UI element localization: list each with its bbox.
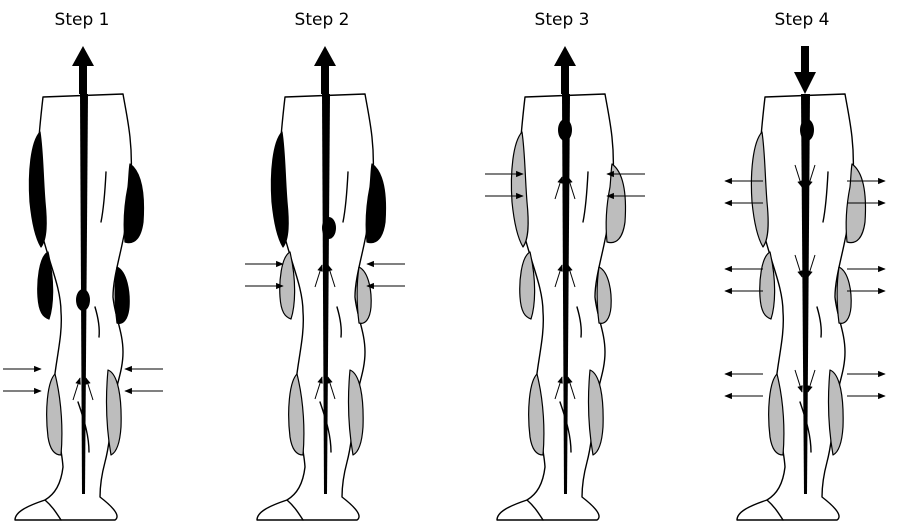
step-1-leg-group — [3, 46, 163, 520]
blood-bolus — [76, 289, 90, 311]
step-4-leg-group — [725, 46, 885, 520]
blood-bolus — [800, 119, 814, 141]
step-2-leg-group — [245, 46, 405, 520]
blood-bolus — [558, 119, 572, 141]
arrow-up-icon — [72, 46, 94, 94]
arrow-up-icon — [554, 46, 576, 94]
step-3-leg-group — [485, 46, 645, 520]
blood-bolus — [322, 217, 336, 239]
arrow-down-icon — [794, 46, 816, 94]
arrow-up-icon — [314, 46, 336, 94]
